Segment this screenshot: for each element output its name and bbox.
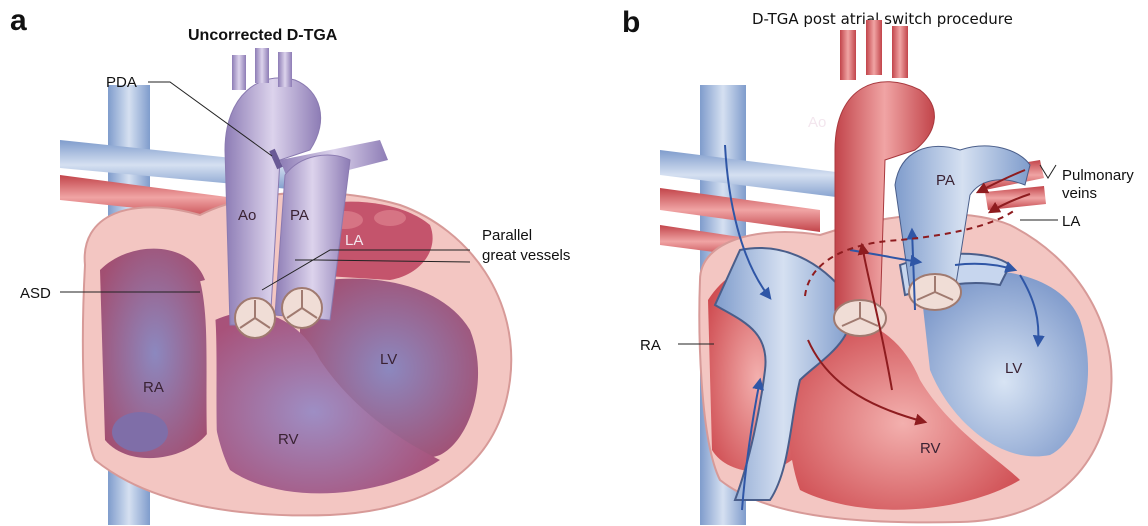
panel-b-heart-illustration (660, 20, 1112, 525)
arch-branch-b-shape (892, 26, 908, 78)
arch-branch-b-shape (866, 20, 882, 75)
panel-a: a Uncorrected D-TGA (10, 4, 570, 525)
panel-a-letter: a (10, 4, 27, 37)
label-ra-b: RA (640, 337, 661, 354)
label-asd: ASD (20, 285, 51, 302)
label-pulmonary-2: veins (1062, 185, 1097, 202)
label-pulmonary-1: Pulmonary (1062, 167, 1134, 184)
arch-branch-shape (232, 55, 246, 90)
label-la-a: LA (345, 232, 363, 249)
label-ao-b: Ao (808, 114, 826, 131)
label-parallel-1: Parallel (482, 227, 532, 244)
label-rv-a: RV (278, 431, 299, 448)
panel-b: b D-TGA post atrial switch procedure (622, 6, 1134, 525)
label-parallel-2: great vessels (482, 247, 570, 264)
arch-branch-shape (255, 48, 269, 83)
ivc-ostium-shape (112, 412, 168, 452)
panel-b-letter: b (622, 6, 640, 39)
label-pa-a: PA (290, 207, 309, 224)
panel-a-heart-illustration (60, 48, 511, 525)
label-pda: PDA (106, 74, 137, 91)
label-lv-b: LV (1005, 360, 1022, 377)
label-lv-a: LV (380, 351, 397, 368)
label-la-b: LA (1062, 213, 1080, 230)
panel-a-title: Uncorrected D-TGA (188, 27, 338, 44)
arch-branch-shape (278, 52, 292, 87)
pulmonary-vein-shape (985, 186, 1046, 210)
label-ao-a: Ao (238, 207, 256, 224)
arch-branch-b-shape (840, 30, 856, 80)
panel-b-title: D-TGA post atrial switch procedure (752, 10, 1013, 28)
pv-ostium-shape (374, 210, 406, 226)
label-rv-b: RV (920, 440, 941, 457)
label-ra-a: RA (143, 379, 164, 396)
label-pa-b: PA (936, 172, 955, 189)
